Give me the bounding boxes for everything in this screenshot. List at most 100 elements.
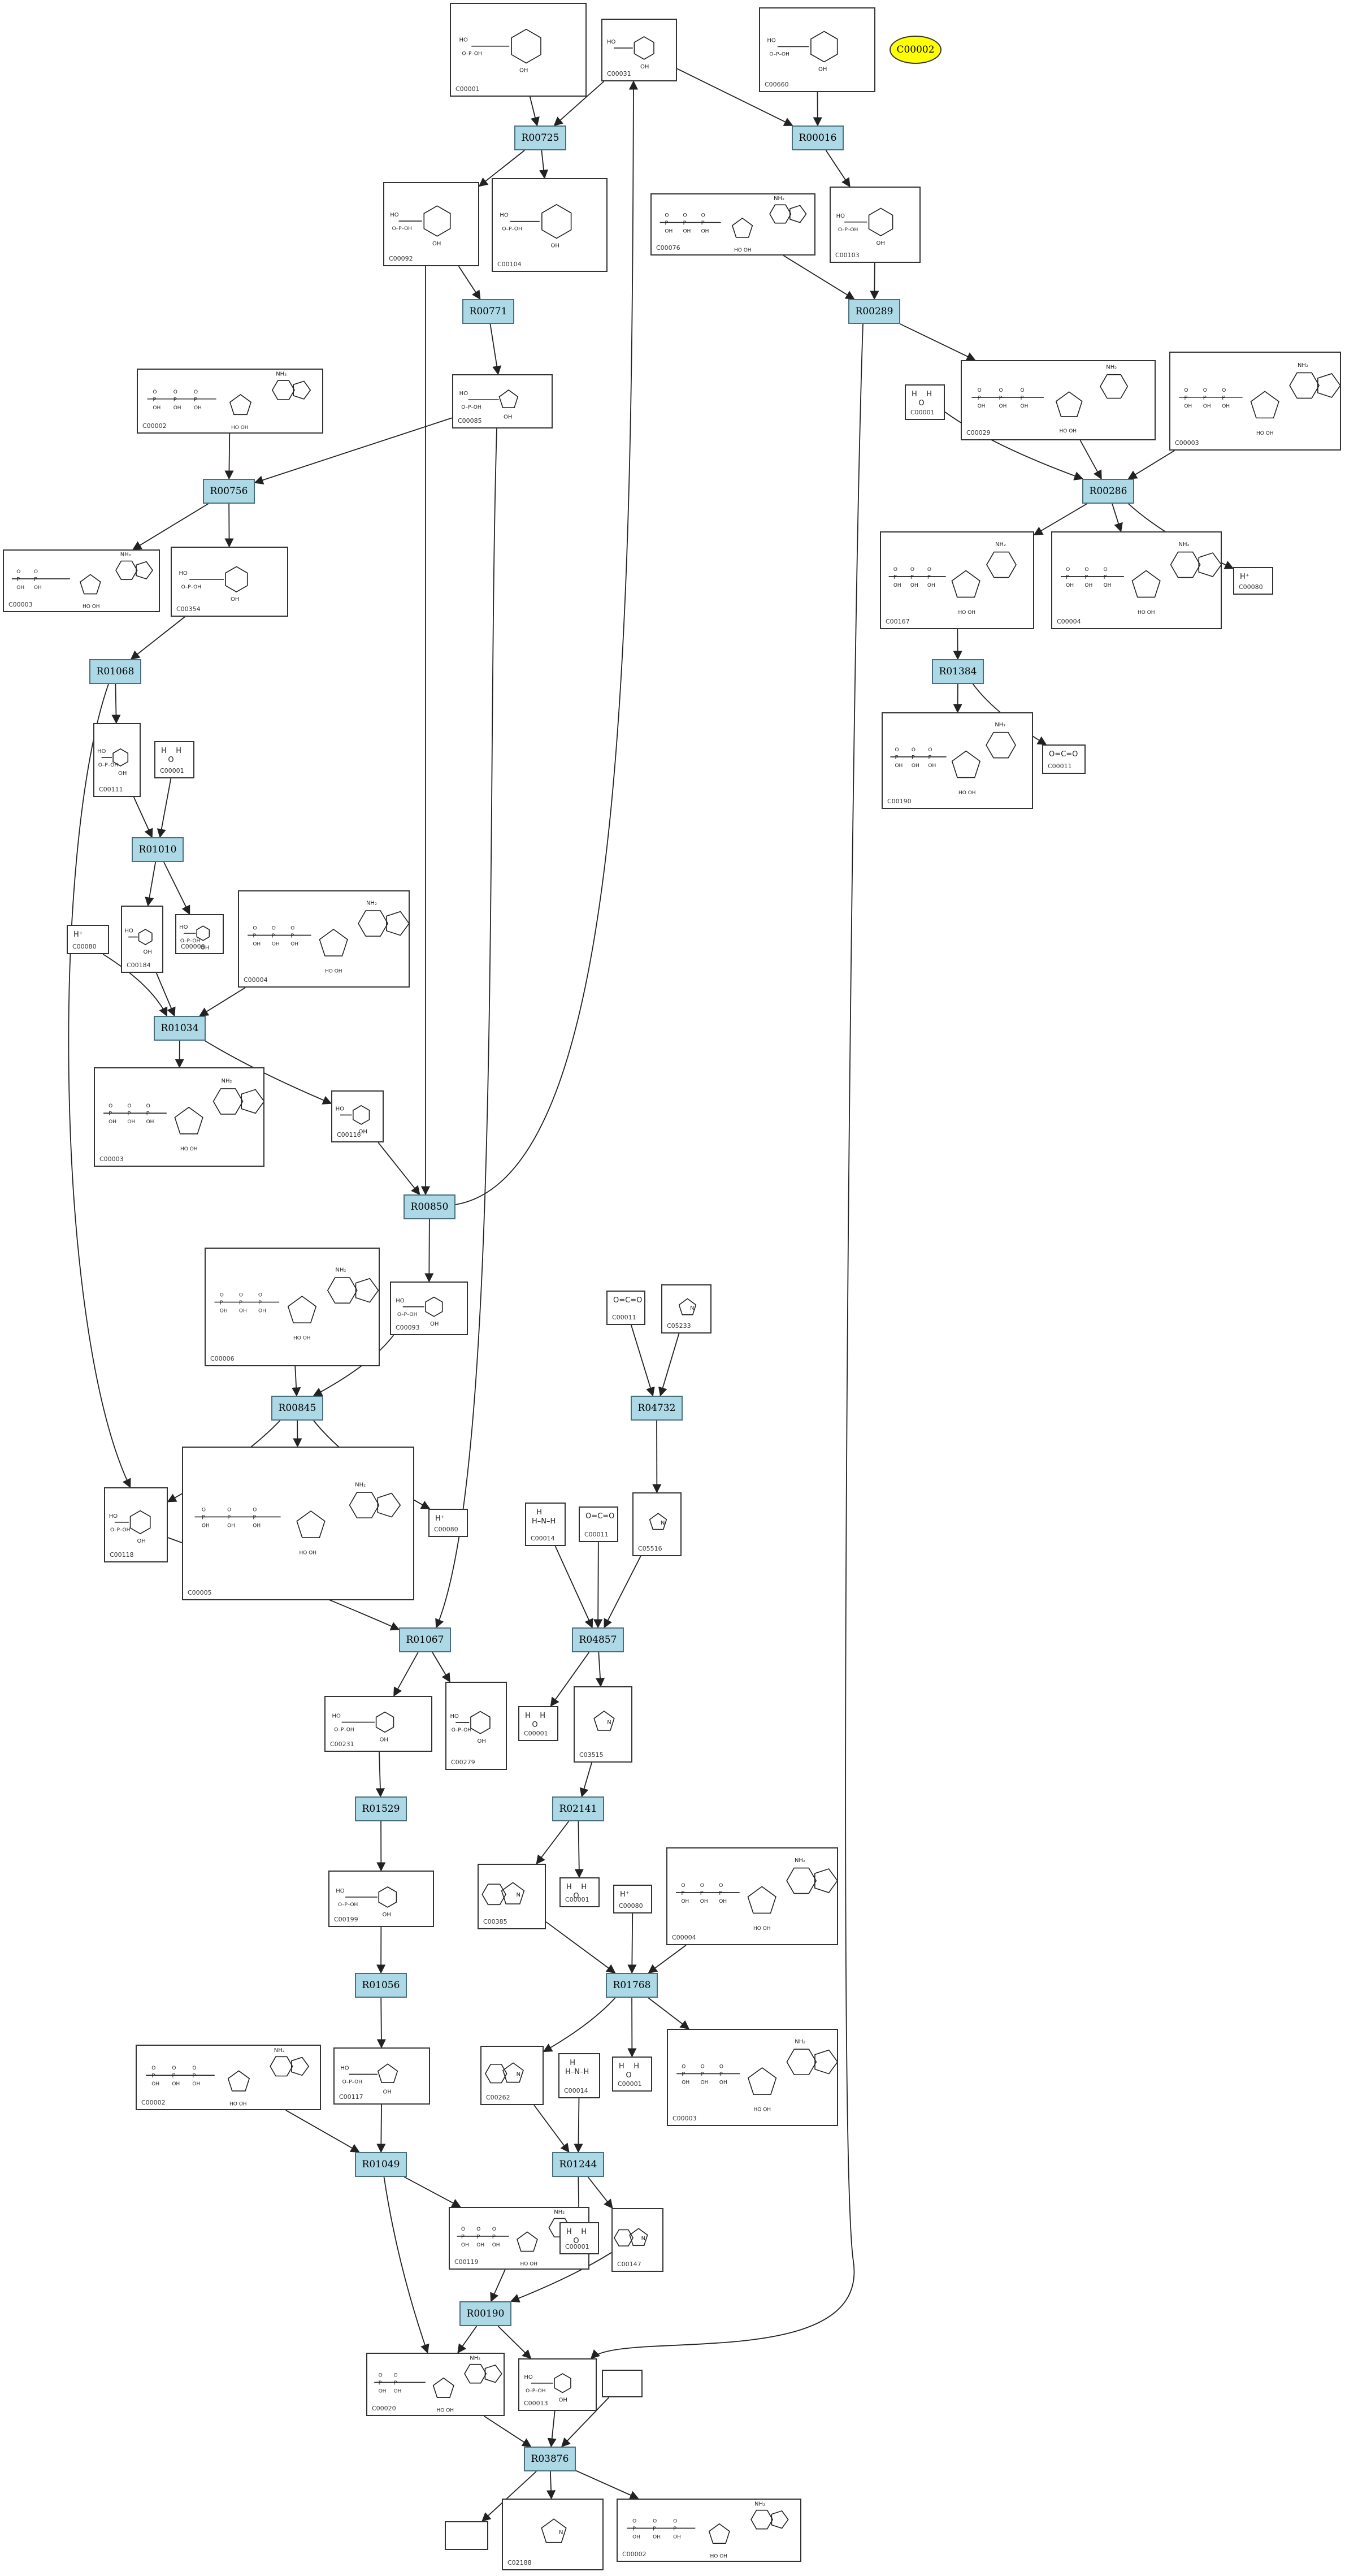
compound-id-label: C00385 [483,1918,507,1925]
highlighted-compound-node[interactable]: C00002 [890,36,942,64]
compound-id-label: C00080 [72,943,97,950]
reaction-node[interactable]: R01068 [89,659,141,684]
reaction-node[interactable]: R01056 [355,1973,407,1998]
reaction-node[interactable]: R02141 [552,1796,604,1821]
reaction-node[interactable]: R01049 [355,2152,407,2177]
compound-id-label: C00080 [434,1526,458,1533]
reaction-node[interactable]: R00289 [848,299,900,324]
compound-id-label: C00231 [330,1741,354,1748]
svg-text:P: P [910,574,914,581]
reaction-node[interactable]: R00725 [514,125,566,150]
reaction-edge [483,2415,532,2447]
reaction-node[interactable]: R00756 [203,479,255,504]
reaction-node[interactable]: R01768 [606,1973,658,1998]
svg-text:O: O [653,2518,657,2524]
reaction-node[interactable]: R01244 [552,2152,604,2177]
reaction-node[interactable]: R01034 [154,1016,206,1041]
reaction-node[interactable]: R00845 [271,1396,323,1421]
ammonia-formula: H H–N–H [565,2059,589,2076]
compound-node[interactable] [602,2370,643,2397]
svg-text:OH: OH [632,2534,640,2540]
reaction-node[interactable]: R04732 [631,1396,683,1421]
reaction-node[interactable]: R03876 [524,2447,576,2471]
svg-text:P: P [632,2526,636,2532]
hypoxanthine-structure-icon: N [484,2062,524,2084]
reaction-node[interactable]: R00016 [792,125,844,150]
compound-node[interactable]: H⁺C00080 [67,925,109,954]
svg-text:O–P–OH: O–P–OH [502,227,522,232]
reaction-node[interactable]: R00286 [1082,479,1134,504]
reaction-node[interactable]: R00190 [459,2301,511,2326]
reaction-node[interactable]: R04857 [572,1627,624,1652]
svg-text:OH: OH [504,414,512,420]
reaction-node[interactable]: R01384 [932,659,984,684]
reaction-node[interactable]: R01529 [355,1796,407,1821]
reaction-node[interactable]: R00850 [404,1194,455,1219]
compound-node[interactable]: H⁺C00080 [613,1885,652,1913]
compound-node[interactable] [445,2521,488,2550]
reaction-node[interactable]: R00771 [462,299,514,324]
compound-node[interactable]: H⁺C00080 [1233,567,1273,595]
reaction-node[interactable]: R01067 [399,1627,451,1652]
compound-node[interactable]: H⁺C00080 [428,1509,468,1537]
reaction-node[interactable]: R01010 [132,837,184,862]
reaction-edge [111,683,121,724]
